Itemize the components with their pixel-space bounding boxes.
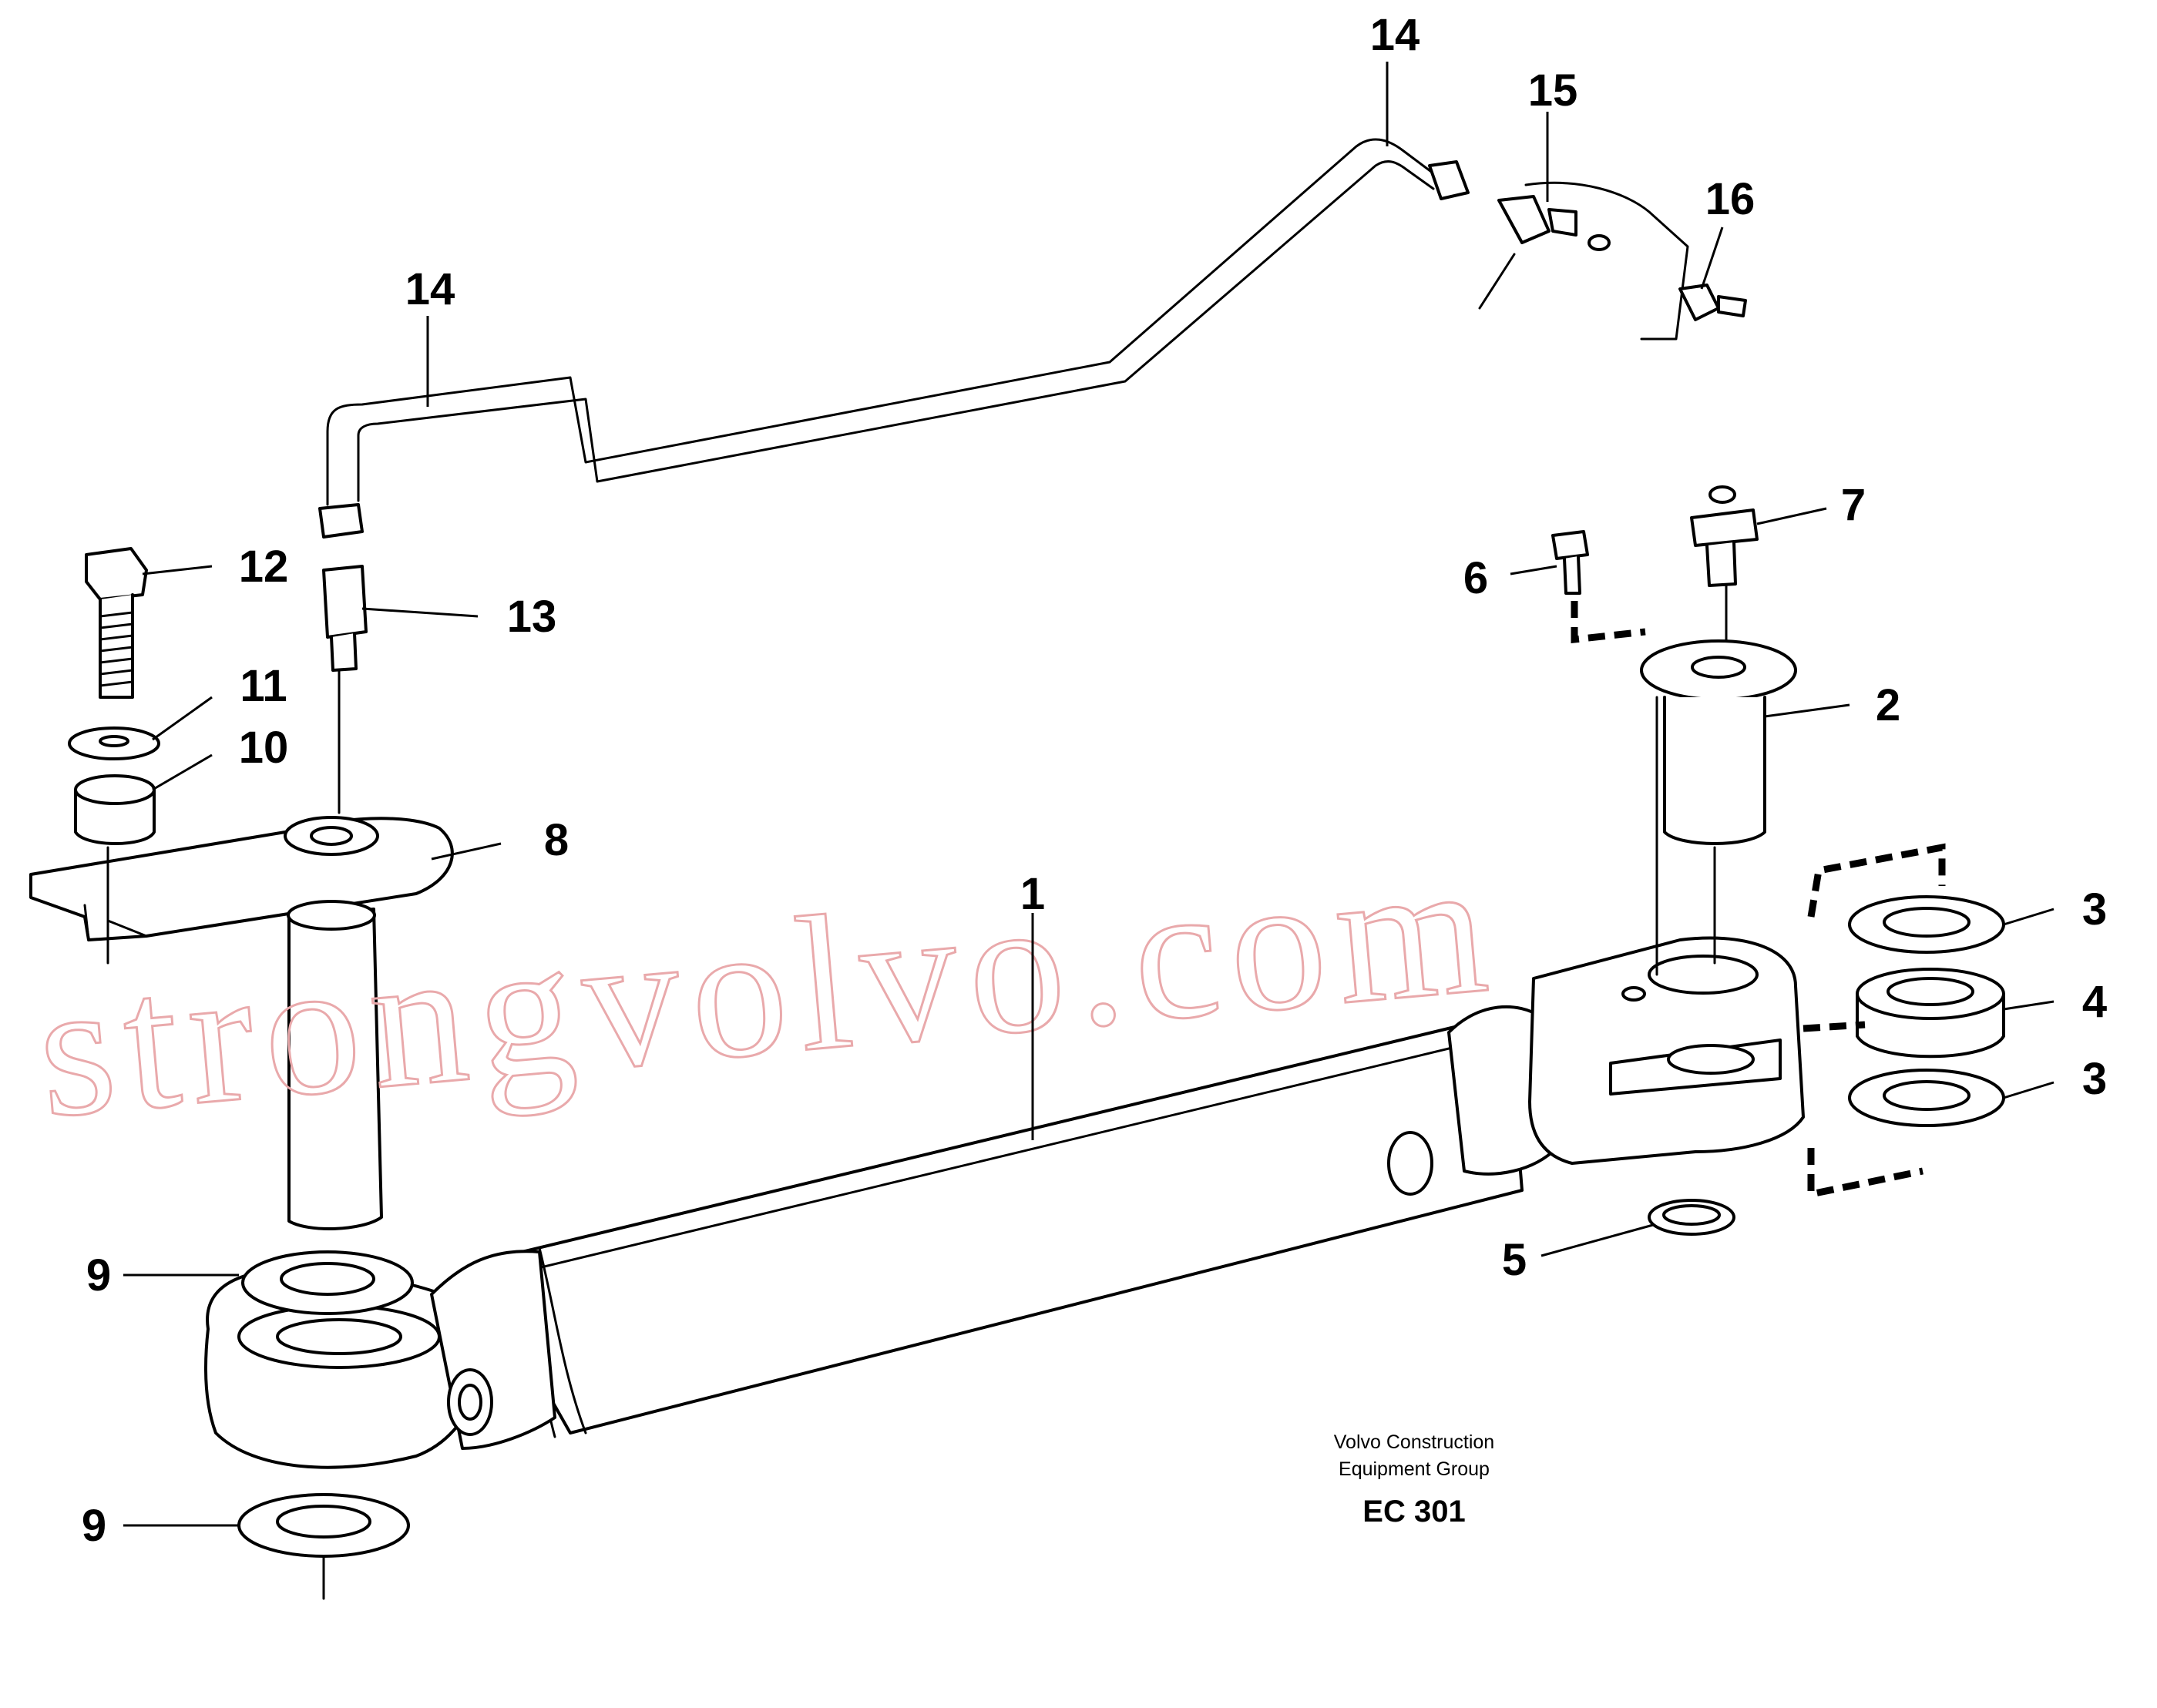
callout-4: 4 xyxy=(2082,977,2107,1027)
callout-2: 2 xyxy=(1876,680,1900,730)
adapter-fitting xyxy=(322,565,368,672)
callout-5: 5 xyxy=(1502,1235,1527,1285)
callout-12: 12 xyxy=(239,542,289,592)
credit-line-2: Equipment Group xyxy=(1339,1458,1490,1480)
callout-16: 16 xyxy=(1705,174,1756,224)
callout-9-upper: 9 xyxy=(86,1250,111,1300)
washer-3-lower xyxy=(1848,1069,2005,1127)
callouts: 1 2 3 3 4 5 6 7 8 9 9 10 11 12 13 14 14 … xyxy=(82,10,2107,1551)
cylinder-right-clevis xyxy=(1387,936,1805,1196)
cylinder-left-eye xyxy=(204,1250,556,1469)
credit-line-1: Volvo Construction xyxy=(1334,1431,1494,1453)
spherical-bearing xyxy=(1856,968,2005,1059)
callout-7: 7 xyxy=(1841,480,1866,530)
grease-nipple-7 xyxy=(1690,485,1759,587)
grease-nipple-16 xyxy=(1678,284,1747,321)
diagram-code: EC 301 xyxy=(1362,1495,1465,1528)
callout-14-right: 14 xyxy=(1370,10,1420,60)
callout-11: 11 xyxy=(240,661,287,711)
callout-1: 1 xyxy=(1020,869,1045,919)
bolt xyxy=(85,547,148,699)
callout-14-left: 14 xyxy=(405,264,455,314)
leader-lines xyxy=(123,62,2055,1527)
washer-11 xyxy=(68,726,160,760)
callout-10: 10 xyxy=(239,723,289,773)
callout-3-lower: 3 xyxy=(2082,1054,2107,1104)
lube-pipe xyxy=(326,138,1470,506)
washer-3-upper xyxy=(1848,895,2005,954)
king-pin xyxy=(287,900,383,1230)
screw xyxy=(1551,530,1589,595)
callout-9-lower: 9 xyxy=(82,1501,106,1551)
washer-lower xyxy=(237,1493,410,1558)
bushing-flange xyxy=(1640,639,1797,845)
callout-8: 8 xyxy=(544,815,569,865)
lube-fitting xyxy=(1478,181,1689,341)
spacer xyxy=(74,774,156,845)
callout-13: 13 xyxy=(507,592,557,642)
callout-15: 15 xyxy=(1528,65,1578,116)
washer-upper xyxy=(241,1250,414,1315)
lube-pipe-nut xyxy=(318,503,364,539)
callout-3-upper: 3 xyxy=(2082,884,2107,935)
credit-block: Volvo Construction Equipment Group EC 30… xyxy=(1334,1431,1494,1528)
steering-arm-plate xyxy=(29,816,454,941)
circlip xyxy=(1648,1199,1735,1236)
callout-6: 6 xyxy=(1463,553,1488,603)
